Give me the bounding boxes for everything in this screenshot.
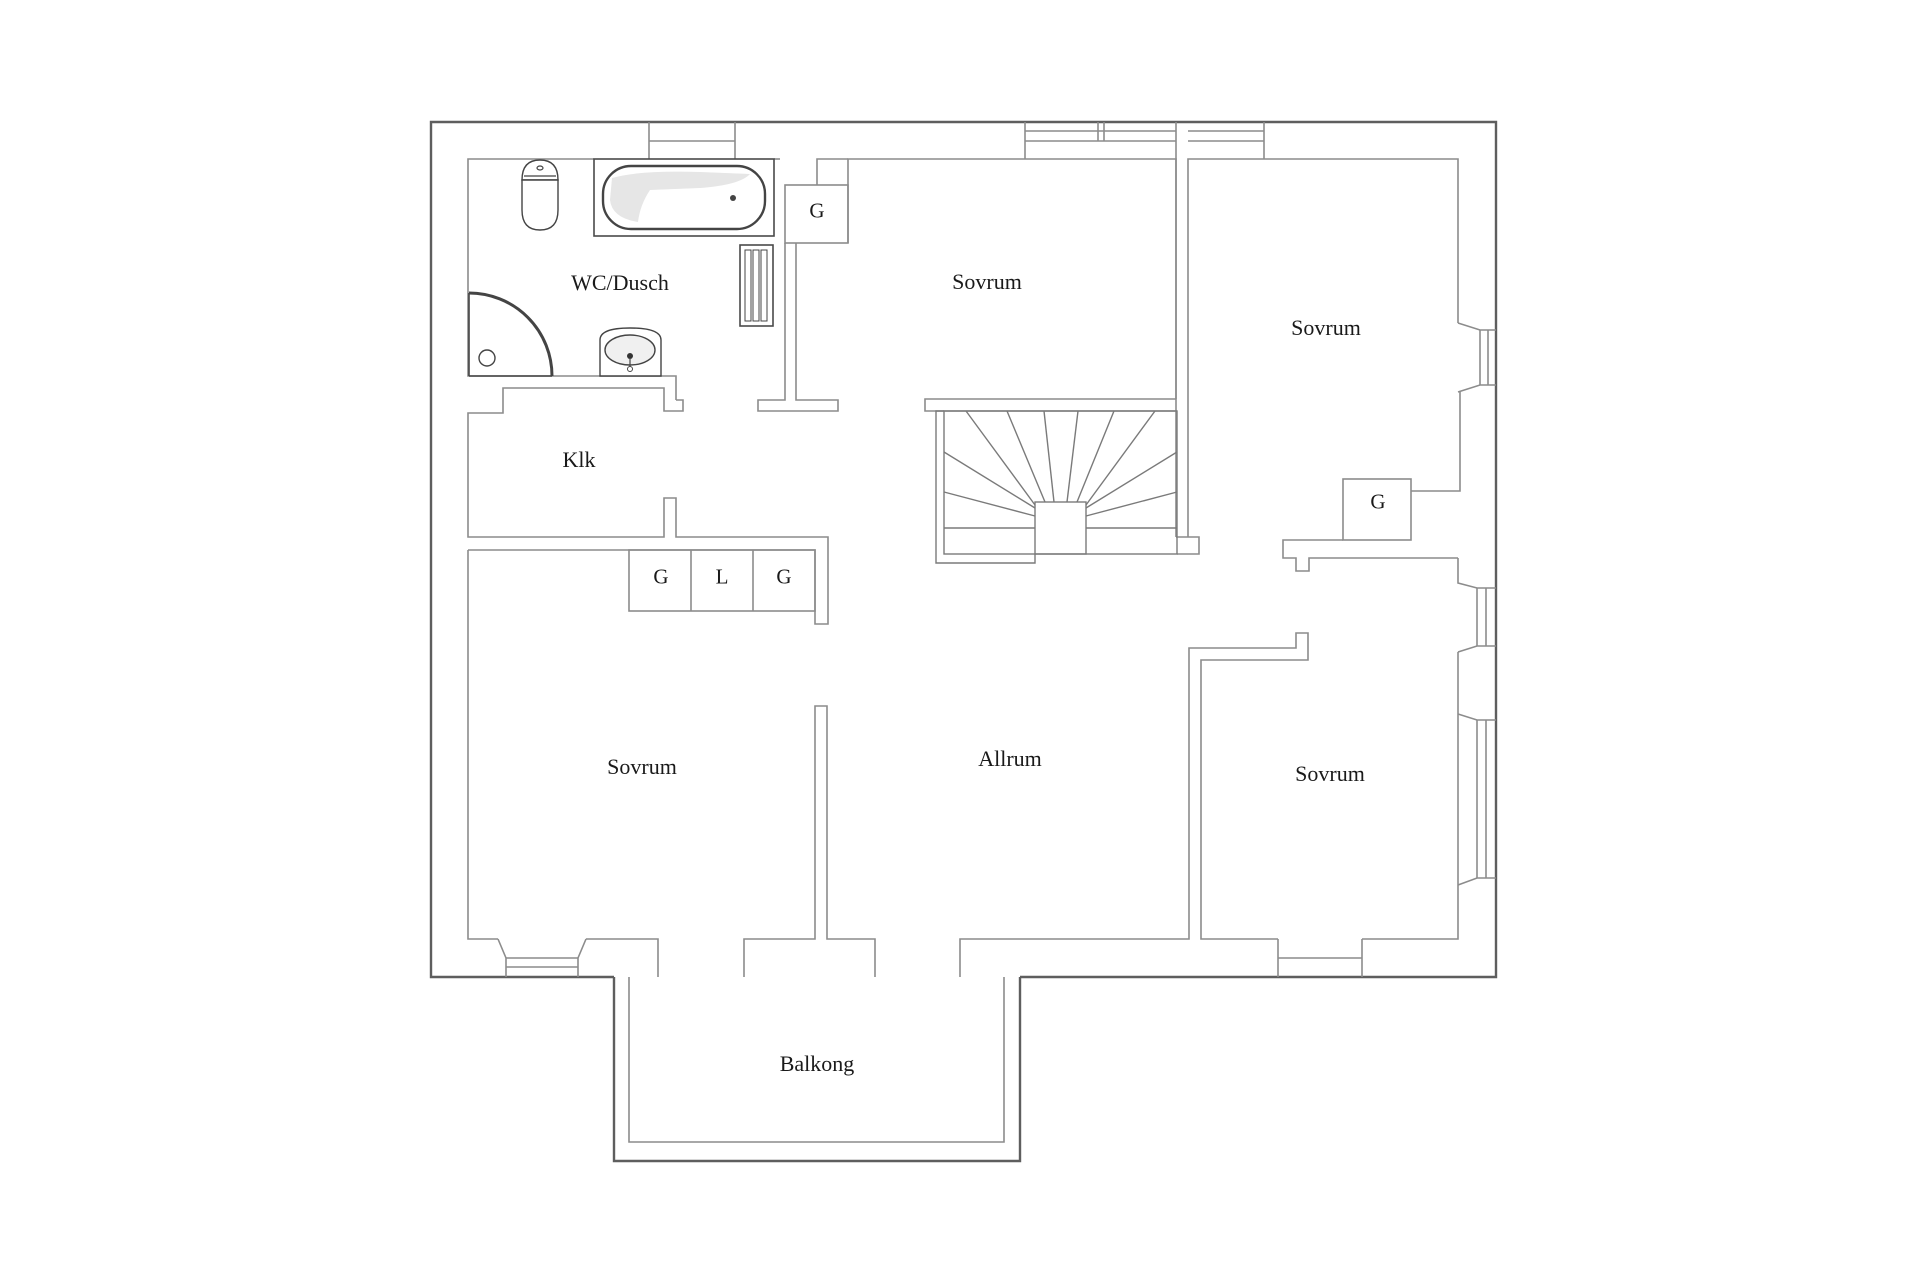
- toilet-icon: [521, 159, 559, 231]
- klk-walls: [467, 387, 829, 625]
- right-bottom-bedroom-walls: [1277, 558, 1496, 977]
- closet-label-row-2: L: [715, 564, 729, 589]
- hall-wall-right: [1282, 392, 1461, 572]
- closet-label-bath: G: [809, 198, 825, 223]
- window-top-right: [1024, 122, 1265, 159]
- room-label-sovrum-top-middle: Sovrum: [952, 269, 1022, 294]
- staircase-icon: [935, 410, 1178, 564]
- outer-walls: [429, 120, 1498, 1163]
- room-label-balkong: Balkong: [779, 1051, 855, 1076]
- room-label-allrum: Allrum: [978, 746, 1042, 771]
- room-label-sovrum-bottom-left: Sovrum: [607, 754, 677, 779]
- shower-icon: [468, 291, 554, 377]
- storage-row: [628, 549, 816, 612]
- balcony-railing: [628, 977, 1005, 1143]
- room-label-sovrum-bottom-right: Sovrum: [1295, 761, 1365, 786]
- room-label-klk: Klk: [562, 447, 596, 472]
- radiator-icon: [739, 244, 774, 327]
- allrum-walls: [959, 632, 1309, 977]
- room-label-wc-dusch: WC/Dusch: [571, 270, 669, 295]
- window-top-bath: [648, 122, 736, 159]
- sink-icon: [599, 327, 662, 377]
- closet-label-right: G: [1370, 489, 1386, 514]
- room-label-sovrum-top-right: Sovrum: [1291, 315, 1361, 340]
- closet-label-row-1: G: [653, 564, 669, 589]
- closet-label-row-3: G: [776, 564, 792, 589]
- bathtub-icon: [593, 158, 775, 237]
- bathroom-walls: [467, 158, 780, 400]
- left-bedroom-walls: [467, 550, 876, 977]
